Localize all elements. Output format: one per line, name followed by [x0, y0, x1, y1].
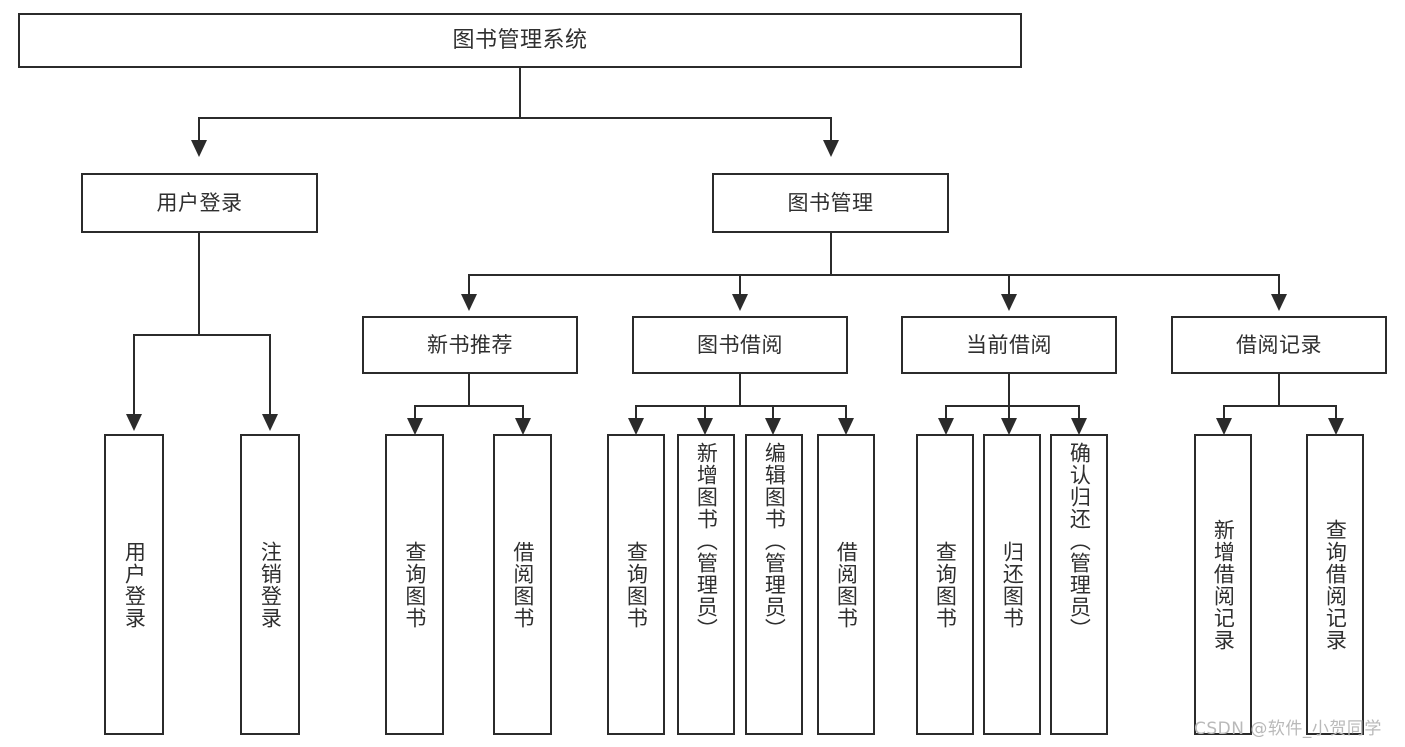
connector-book-manage-stem — [830, 233, 832, 275]
leaf-logout-login[interactable]: 注销登录 — [240, 434, 300, 735]
csdn-watermark: CSDN @软件_小贺同学 — [1194, 719, 1382, 739]
arrow-to-book-borrow — [732, 294, 748, 311]
connector-root-bus — [198, 117, 832, 119]
connector-book-borrow-to-leaf-2 — [704, 405, 706, 423]
connector-borrow-record-to-leaf-2 — [1335, 405, 1337, 423]
leaf-borrow-book-1[interactable]: 借阅图书 — [493, 434, 552, 735]
node-user-login[interactable]: 用户登录 — [81, 173, 318, 233]
node-label: 编辑图书（管理员） — [762, 442, 787, 640]
node-label: 注销登录 — [258, 540, 283, 629]
node-label: 借阅图书 — [510, 540, 535, 629]
connector-book-borrow-to-leaf-3 — [772, 405, 774, 423]
arrow-to-leaf-edit-book — [765, 418, 781, 435]
connector-borrow-record-stem — [1278, 374, 1280, 406]
connector-book-manage-to-book-borrow — [739, 274, 741, 299]
connector-borrow-record-to-leaf-1 — [1223, 405, 1225, 423]
connector-user-login-bus — [133, 334, 269, 336]
arrow-to-leaf-query-book-2 — [628, 418, 644, 435]
connector-root-stem — [519, 68, 521, 118]
node-label: 新书推荐 — [427, 332, 513, 357]
leaf-return-book[interactable]: 归还图书 — [983, 434, 1041, 735]
leaf-query-book-2[interactable]: 查询图书 — [607, 434, 665, 735]
node-root-system[interactable]: 图书管理系统 — [18, 13, 1022, 68]
arrow-to-user-login — [191, 140, 207, 157]
connector-current-borrow-bus — [945, 405, 1080, 407]
connector-new-book-to-leaf-2 — [522, 405, 524, 423]
connector-user-login-to-leaf-1 — [133, 334, 135, 419]
leaf-query-record[interactable]: 查询借阅记录 — [1306, 434, 1364, 735]
node-label: 确认归还（管理员） — [1067, 442, 1092, 640]
node-label: 新增借阅记录 — [1211, 518, 1236, 651]
connector-root-to-book-manage — [830, 117, 832, 145]
node-label: 借阅记录 — [1236, 332, 1322, 357]
node-label: 借阅图书 — [834, 540, 859, 629]
node-label: 当前借阅 — [966, 332, 1052, 357]
node-label: 用户登录 — [156, 190, 243, 215]
node-label: 查询图书 — [624, 540, 649, 629]
connector-borrow-record-bus — [1223, 405, 1337, 407]
arrow-to-book-manage — [823, 140, 839, 157]
connector-current-borrow-to-leaf-3 — [1078, 405, 1080, 423]
connector-current-borrow-to-leaf-1 — [945, 405, 947, 423]
leaf-add-book[interactable]: 新增图书（管理员） — [677, 434, 735, 735]
node-new-book-recommend[interactable]: 新书推荐 — [362, 316, 578, 374]
connector-book-manage-to-borrow-record — [1278, 274, 1280, 299]
node-label: 归还图书 — [1000, 540, 1025, 629]
arrow-to-leaf-borrow-book-2 — [838, 418, 854, 435]
node-label: 查询图书 — [933, 540, 958, 629]
arrow-to-leaf-add-record — [1216, 418, 1232, 435]
connector-book-manage-to-new-book — [468, 274, 470, 299]
node-book-borrow[interactable]: 图书借阅 — [632, 316, 848, 374]
node-label: 图书管理 — [787, 190, 874, 215]
connector-new-book-to-leaf-1 — [414, 405, 416, 423]
arrow-to-leaf-user-login — [126, 414, 142, 431]
connector-book-borrow-bus — [635, 405, 847, 407]
connector-root-to-user-login — [198, 117, 200, 145]
arrow-to-leaf-query-record — [1328, 418, 1344, 435]
arrow-to-new-book-recommend — [461, 294, 477, 311]
leaf-user-login[interactable]: 用户登录 — [104, 434, 164, 735]
arrow-to-leaf-return-book — [1001, 418, 1017, 435]
connector-book-manage-bus — [468, 274, 1280, 276]
leaf-confirm-return[interactable]: 确认归还（管理员） — [1050, 434, 1108, 735]
node-label: 新增图书（管理员） — [694, 442, 719, 640]
leaf-edit-book[interactable]: 编辑图书（管理员） — [745, 434, 803, 735]
node-label: 查询图书 — [402, 540, 427, 629]
connector-book-borrow-to-leaf-4 — [845, 405, 847, 423]
arrow-to-leaf-add-book — [697, 418, 713, 435]
arrow-to-borrow-record — [1271, 294, 1287, 311]
connector-user-login-stem — [198, 233, 200, 335]
connector-book-borrow-stem — [739, 374, 741, 406]
node-label: 图书借阅 — [697, 332, 783, 357]
leaf-query-book-3[interactable]: 查询图书 — [916, 434, 974, 735]
connector-new-book-bus — [414, 405, 524, 407]
leaf-add-record[interactable]: 新增借阅记录 — [1194, 434, 1252, 735]
arrow-to-current-borrow — [1001, 294, 1017, 311]
leaf-borrow-book-2[interactable]: 借阅图书 — [817, 434, 875, 735]
connector-book-borrow-to-leaf-1 — [635, 405, 637, 423]
connector-book-manage-to-current-borrow — [1008, 274, 1010, 299]
node-book-manage[interactable]: 图书管理 — [712, 173, 949, 233]
connector-current-borrow-to-leaf-2 — [1008, 405, 1010, 423]
connector-new-book-stem — [468, 374, 470, 406]
leaf-query-book-1[interactable]: 查询图书 — [385, 434, 444, 735]
node-current-borrow[interactable]: 当前借阅 — [901, 316, 1117, 374]
arrow-to-leaf-borrow-book-1 — [515, 418, 531, 435]
node-borrow-record[interactable]: 借阅记录 — [1171, 316, 1387, 374]
connector-user-login-to-leaf-2 — [269, 334, 271, 419]
arrow-to-leaf-query-book-1 — [407, 418, 423, 435]
connector-current-borrow-stem — [1008, 374, 1010, 406]
node-label: 用户登录 — [122, 540, 147, 629]
node-label: 图书管理系统 — [452, 27, 588, 53]
arrow-to-leaf-confirm-return — [1071, 418, 1087, 435]
arrow-to-leaf-query-book-3 — [938, 418, 954, 435]
node-label: 查询借阅记录 — [1323, 518, 1348, 651]
arrow-to-leaf-logout-login — [262, 414, 278, 431]
